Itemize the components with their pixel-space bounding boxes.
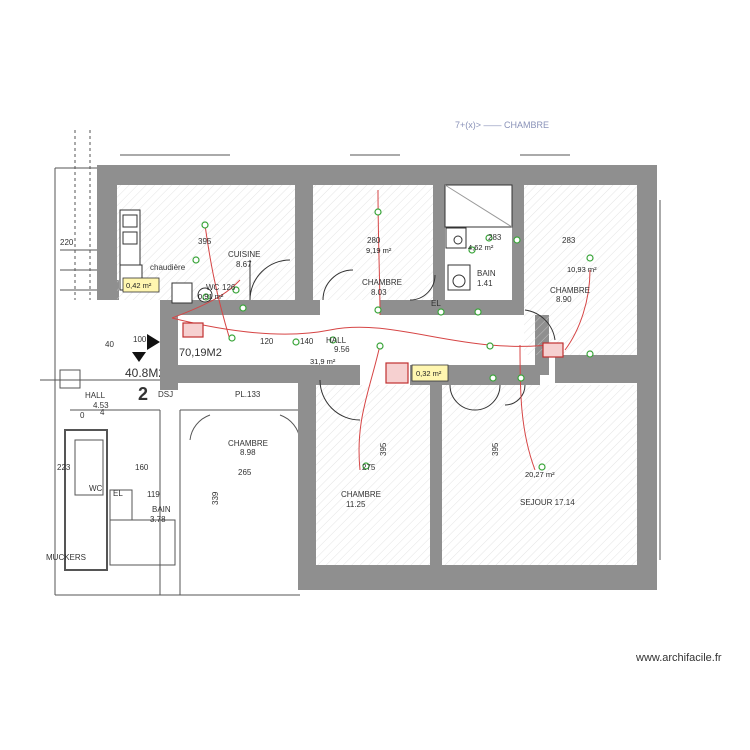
bath-name: BAIN <box>477 269 496 278</box>
blueprint-bain-area: 3.78 <box>150 515 166 524</box>
area-labels: 70,19M2 31,9 m² 0,32 m² 0,42 m² 0,91 m² … <box>126 243 597 479</box>
blueprint-100: 100 <box>133 335 147 344</box>
electric-panels <box>182 322 564 384</box>
marker-triangle-down <box>132 352 146 362</box>
kitchen-area: 8.67 <box>236 260 252 269</box>
area-panels <box>122 277 449 382</box>
blueprint-hall-area: 4.53 <box>93 401 109 410</box>
bedroom-ne-dim: 283 <box>562 236 576 245</box>
bedroom-mid-dim: 280 <box>367 236 381 245</box>
room-labels: CUISINE 8.67 395 chaudière WC 126 280 CH… <box>150 233 590 509</box>
blueprint-bain: BAIN <box>152 505 171 514</box>
living-name: SEJOUR 17.14 <box>520 498 575 507</box>
boiler-name: chaudière <box>150 263 186 272</box>
wc-dim: 126 <box>222 283 236 292</box>
blueprint-number: 2 <box>138 384 148 404</box>
blueprint-hall: HALL <box>85 391 106 400</box>
blueprint-sketch <box>40 130 661 596</box>
bath-area: 1.41 <box>477 279 493 288</box>
hall-area-m2: 31,9 m² <box>310 357 336 366</box>
bedroom-mid-name: CHAMBRE <box>362 278 402 287</box>
closet-area: 0,32 m² <box>416 369 442 378</box>
blueprint-stair: MUCKERS <box>46 553 86 562</box>
bedroom-ne-name: CHAMBRE <box>550 286 590 295</box>
bedroom-ne-area: 8.90 <box>556 295 572 304</box>
wc-name: WC <box>206 283 220 292</box>
blueprint-4: 4 <box>100 408 105 417</box>
blueprint-pl: PL.133 <box>235 390 261 399</box>
blueprint-el: EL <box>113 489 123 498</box>
hall-area: 9.56 <box>334 345 350 354</box>
blueprint-223: 223 <box>57 463 71 472</box>
blueprint-0: 0 <box>80 411 85 420</box>
bath-area-m2: 4,62 m² <box>468 243 494 252</box>
electrical-wiring <box>171 189 591 471</box>
blueprint-area-big: 40.8M2 <box>125 366 165 380</box>
bath-dim: 283 <box>488 233 502 242</box>
outlets <box>192 208 594 471</box>
bedroom-ne-area-m2: 10,93 m² <box>567 265 597 274</box>
doors <box>249 259 556 421</box>
bedroom-s-area: 11.25 <box>346 500 366 509</box>
top-scribble: 7+(x)> —— CHAMBRE <box>455 120 549 130</box>
blueprint-220: 220 <box>60 238 74 247</box>
living-area-m2: 20,27 m² <box>525 470 555 479</box>
wc-area: 0,91 m² <box>198 292 224 301</box>
blueprint-chambre-area: 8.98 <box>240 448 256 457</box>
marker-triangle-right <box>147 334 160 350</box>
total-area: 70,19M2 <box>179 347 222 359</box>
watermark: www.archifacile.fr <box>635 652 722 664</box>
bedroom-s-name: CHAMBRE <box>341 490 381 499</box>
boiler-area: 0,42 m² <box>126 281 152 290</box>
walls <box>97 165 657 590</box>
kitchen-dim: 395 <box>198 237 212 246</box>
blueprint-chambre-dim1: 265 <box>238 468 252 477</box>
hall-dim1: 120 <box>260 337 274 346</box>
bedroom-s-dim1: 275 <box>362 463 376 472</box>
living-dim: 395 <box>491 442 500 456</box>
blueprint-dsj: DSJ <box>158 390 173 399</box>
blueprint-wc: WC <box>89 484 103 493</box>
hall-dim2: 140 <box>300 337 314 346</box>
el-name: EL <box>431 299 441 308</box>
blueprint-bain-dim: 119 <box>147 490 160 499</box>
bedroom-mid-area-m2: 9,19 m² <box>366 246 392 255</box>
kitchen-name: CUISINE <box>228 250 260 259</box>
blueprint-160: 160 <box>135 463 149 472</box>
bedroom-s-dim2: 395 <box>379 442 388 456</box>
hall-name: HALL <box>326 336 347 345</box>
blueprint-labels: 40.8M2 2 DSJ HALL 4.53 PL.133 CHAMBRE 8.… <box>46 120 549 562</box>
blueprint-40: 40 <box>105 340 114 349</box>
blueprint-chambre: CHAMBRE <box>228 439 268 448</box>
bedroom-mid-area: 8.03 <box>371 288 387 297</box>
blueprint-chambre-dim2: 339 <box>211 491 220 505</box>
